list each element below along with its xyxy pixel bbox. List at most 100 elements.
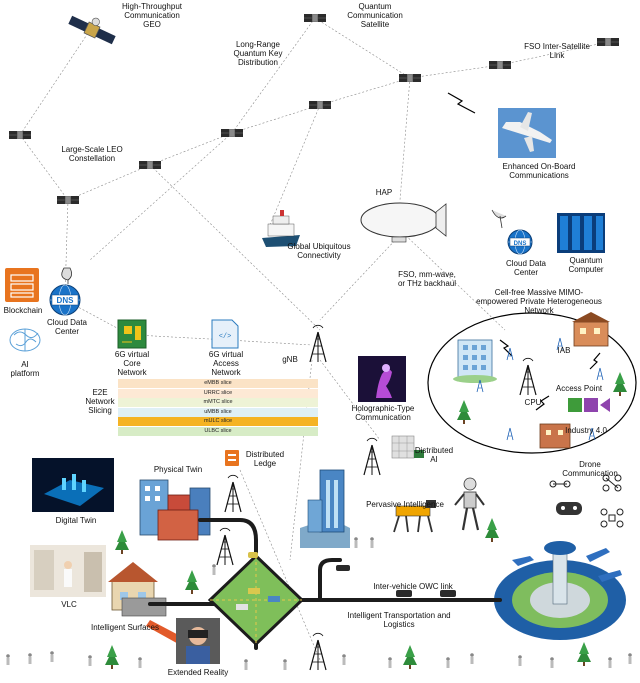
slice-urrc: URRC slice <box>118 388 318 398</box>
right-dish-antenna <box>491 209 507 229</box>
distributed-ai-cube <box>391 435 424 459</box>
label-extended-reality: Extended Reality <box>167 668 229 677</box>
digital-twin-image <box>32 458 114 512</box>
cell-free-ap-3 <box>596 367 604 381</box>
label-e2e-slicing: E2E Network Slicing <box>85 388 115 415</box>
label-qkd: Long-Range Quantum Key Distribution <box>233 40 283 67</box>
slice-ulbc: ULBC slice <box>118 426 318 436</box>
right-dns-text: DNS <box>514 241 527 247</box>
tree-2 <box>105 645 119 669</box>
label-cloud-right: Cloud Data Center <box>505 259 547 277</box>
holographic-image <box>358 356 406 402</box>
label-geo: High-Throughput Communication GEO <box>121 2 183 29</box>
label-access-network: 6G virtual Access Network <box>208 350 244 377</box>
distributed-ledge-icon <box>225 450 239 466</box>
tree-3 <box>403 645 417 669</box>
label-backhaul: FSO, mm-wave, or THz backhaul <box>397 270 457 288</box>
blockchain-icon <box>5 268 39 302</box>
cell-free-contents <box>453 312 610 449</box>
label-core-network: 6G virtual Core Network <box>114 350 150 377</box>
label-cpu: CPU <box>524 398 542 407</box>
left-dish-antenna <box>61 267 72 284</box>
game-controller-icon <box>556 502 582 515</box>
label-gnb: gNB <box>282 355 298 364</box>
quantum-computer-image <box>557 213 605 253</box>
slice-umbb: uMBB slice <box>118 407 318 417</box>
label-quantum-computer: Quantum Computer <box>568 256 604 274</box>
tree-1 <box>115 530 129 554</box>
label-drone: Drone Communication <box>562 460 618 478</box>
slice-mulc: mULC slice <box>118 417 318 426</box>
label-global-connectivity: Global Ubiquitous Connectivity <box>287 242 351 260</box>
leo-satellite-1 <box>220 128 244 138</box>
leo-satellite-4 <box>488 60 512 70</box>
label-owc-link: Inter-vehicle OWC link <box>373 582 453 591</box>
label-intelligent-surfaces: Intelligent Surfaces <box>90 623 160 632</box>
ai-brain-icon <box>9 328 41 352</box>
label-access-point: Access Point <box>555 384 603 393</box>
label-onboard: Enhanced On-Board Communications <box>502 162 576 180</box>
label-hap: HAP <box>375 188 393 197</box>
bottom-tower-1 <box>309 632 327 671</box>
label-industry: Industry 4.0 <box>565 426 607 435</box>
label-digital-twin: Digital Twin <box>55 516 97 525</box>
house-intelligent-surfaces <box>108 562 188 646</box>
slice-embb: eMBB slice <box>118 379 318 388</box>
cars <box>248 552 456 597</box>
label-vlc: VLC <box>61 600 77 609</box>
label-cell-free: Cell-free Massive MIMO- empowered Privat… <box>476 288 602 315</box>
robot-dog <box>393 500 436 533</box>
svg-text:</>: </> <box>219 333 232 341</box>
quantum-satellite <box>303 13 327 23</box>
label-pervasive: Pervasive Intelligence <box>366 500 444 509</box>
hap-airship <box>360 202 447 243</box>
right-dns-globe <box>507 229 533 255</box>
label-blockchain: Blockchain <box>3 306 43 315</box>
center-tower <box>363 437 381 476</box>
geo-satellite <box>68 15 116 45</box>
leo-satellite-7 <box>56 195 80 205</box>
cell-free-tree-1 <box>613 372 627 396</box>
cell-free-ap-5 <box>506 427 514 441</box>
airport-image <box>494 541 626 640</box>
slice-mmtc: mMTC slice <box>118 398 318 407</box>
skyscraper-image <box>300 469 350 548</box>
cell-free-tree-2 <box>457 400 471 424</box>
label-quantum-satellite: Quantum Communication Satellite <box>347 2 403 29</box>
label-ai-platform: AI platform <box>10 360 40 378</box>
gnb-tower <box>309 324 327 363</box>
xr-person-image <box>176 618 220 664</box>
vlc-room-image <box>30 545 106 597</box>
label-cloud-left: Cloud Data Center <box>46 318 88 336</box>
tree-5 <box>577 642 591 666</box>
airplane-image <box>498 108 556 158</box>
tree-4 <box>485 518 499 542</box>
core-network-chip-icon <box>117 319 147 349</box>
label-fso-inter-satellite: FSO Inter-Satellite Link <box>524 42 590 60</box>
left-dns-globe <box>49 284 81 316</box>
humanoid-robot <box>454 477 485 531</box>
leo-satellite-2 <box>308 100 332 110</box>
label-physical-twin: Physical Twin <box>153 465 203 474</box>
physical-twin-city <box>139 479 211 541</box>
label-its: Intelligent Transportation and Logistics <box>347 611 451 629</box>
wireless-link-symbols <box>447 92 601 411</box>
access-network-doc-icon: </> <box>211 319 239 349</box>
label-distributed-ai: Distributed AI <box>414 446 454 464</box>
label-iab: IAB <box>557 346 571 355</box>
label-holographic: Holographic-Type Communication <box>351 404 415 422</box>
label-distributed-ledge: Distributed Ledge <box>245 450 285 468</box>
leo-satellite-3 <box>398 73 422 83</box>
drone-icons <box>549 474 624 528</box>
physical-twin-tower <box>224 474 242 513</box>
cpu-tower <box>519 357 537 396</box>
leo-satellite-6 <box>8 130 32 140</box>
roundabout <box>207 553 305 647</box>
bottom-tower-2 <box>216 527 234 566</box>
cell-free-network-ellipse <box>427 312 637 454</box>
cruise-ship-image <box>262 210 300 247</box>
left-dns-text: DNS <box>57 296 75 305</box>
tree-6 <box>185 570 199 594</box>
label-leo-constellation: Large-Scale LEO Constellation <box>61 145 123 163</box>
